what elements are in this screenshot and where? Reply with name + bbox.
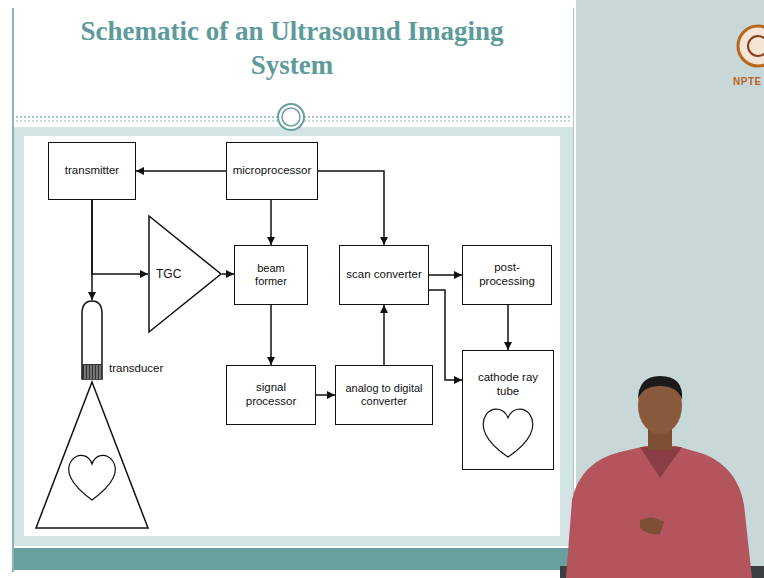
signal-arrow [222,273,234,275]
presenter-hand [640,517,664,534]
presenter-hair [638,376,682,400]
node-label: post-processing [468,261,546,289]
logo-emblem [738,26,764,66]
slide-title: Schematic of an Ultrasound Imaging Syste… [42,14,542,82]
triangle-outline [149,216,221,332]
node-label: microprocessor [233,164,312,178]
amplifier-triangle: TGC [148,215,222,333]
divider-ornament [278,104,304,130]
ultrasound-beam [36,382,148,528]
node-label: transmitter [65,164,119,178]
part-label: transducer [109,362,163,376]
signal-arrow [429,290,462,380]
node-label: cathode ray tube [468,371,548,399]
logo-text: NPTE [733,76,762,87]
node-label: beam former [240,262,302,288]
node-label: scan converter [346,268,421,282]
probe-crystals [85,365,100,379]
signal-arrow [429,274,462,276]
signal-arrow [318,171,384,245]
process-box: microprocessor [226,142,318,200]
heart-symbol [483,409,533,457]
process-box: analog to digital converter [335,365,433,425]
process-box: post-processing [462,245,552,305]
signal-arrow [136,170,226,172]
heart-symbol [69,455,116,500]
bottom-band [14,548,573,570]
probe-crystals [82,364,102,379]
heart-symbol [463,351,553,469]
signal-arrow [92,200,148,274]
probe-outline [82,301,102,379]
logo-emblem [748,36,764,56]
signal-arrow [316,394,335,396]
probe-outline [80,300,104,380]
process-box: scan converter [339,245,429,305]
signal-arrow [270,200,272,245]
display-box: cathode ray tube [462,350,554,470]
node-label: signal processor [232,381,310,409]
transducer-probe: transducer [80,300,104,380]
presenter-collar [640,447,682,478]
signal-arrow [270,305,272,365]
divider-ornament [282,108,300,126]
process-box: signal processor [226,365,316,425]
node-label: analog to digital converter [341,382,427,408]
signal-arrow [507,305,509,350]
node-label: TGC [156,267,181,281]
process-box: transmitter [48,142,136,200]
process-box: beam former [234,245,308,305]
signal-arrow [383,305,385,365]
presenter-shirt [566,446,752,578]
